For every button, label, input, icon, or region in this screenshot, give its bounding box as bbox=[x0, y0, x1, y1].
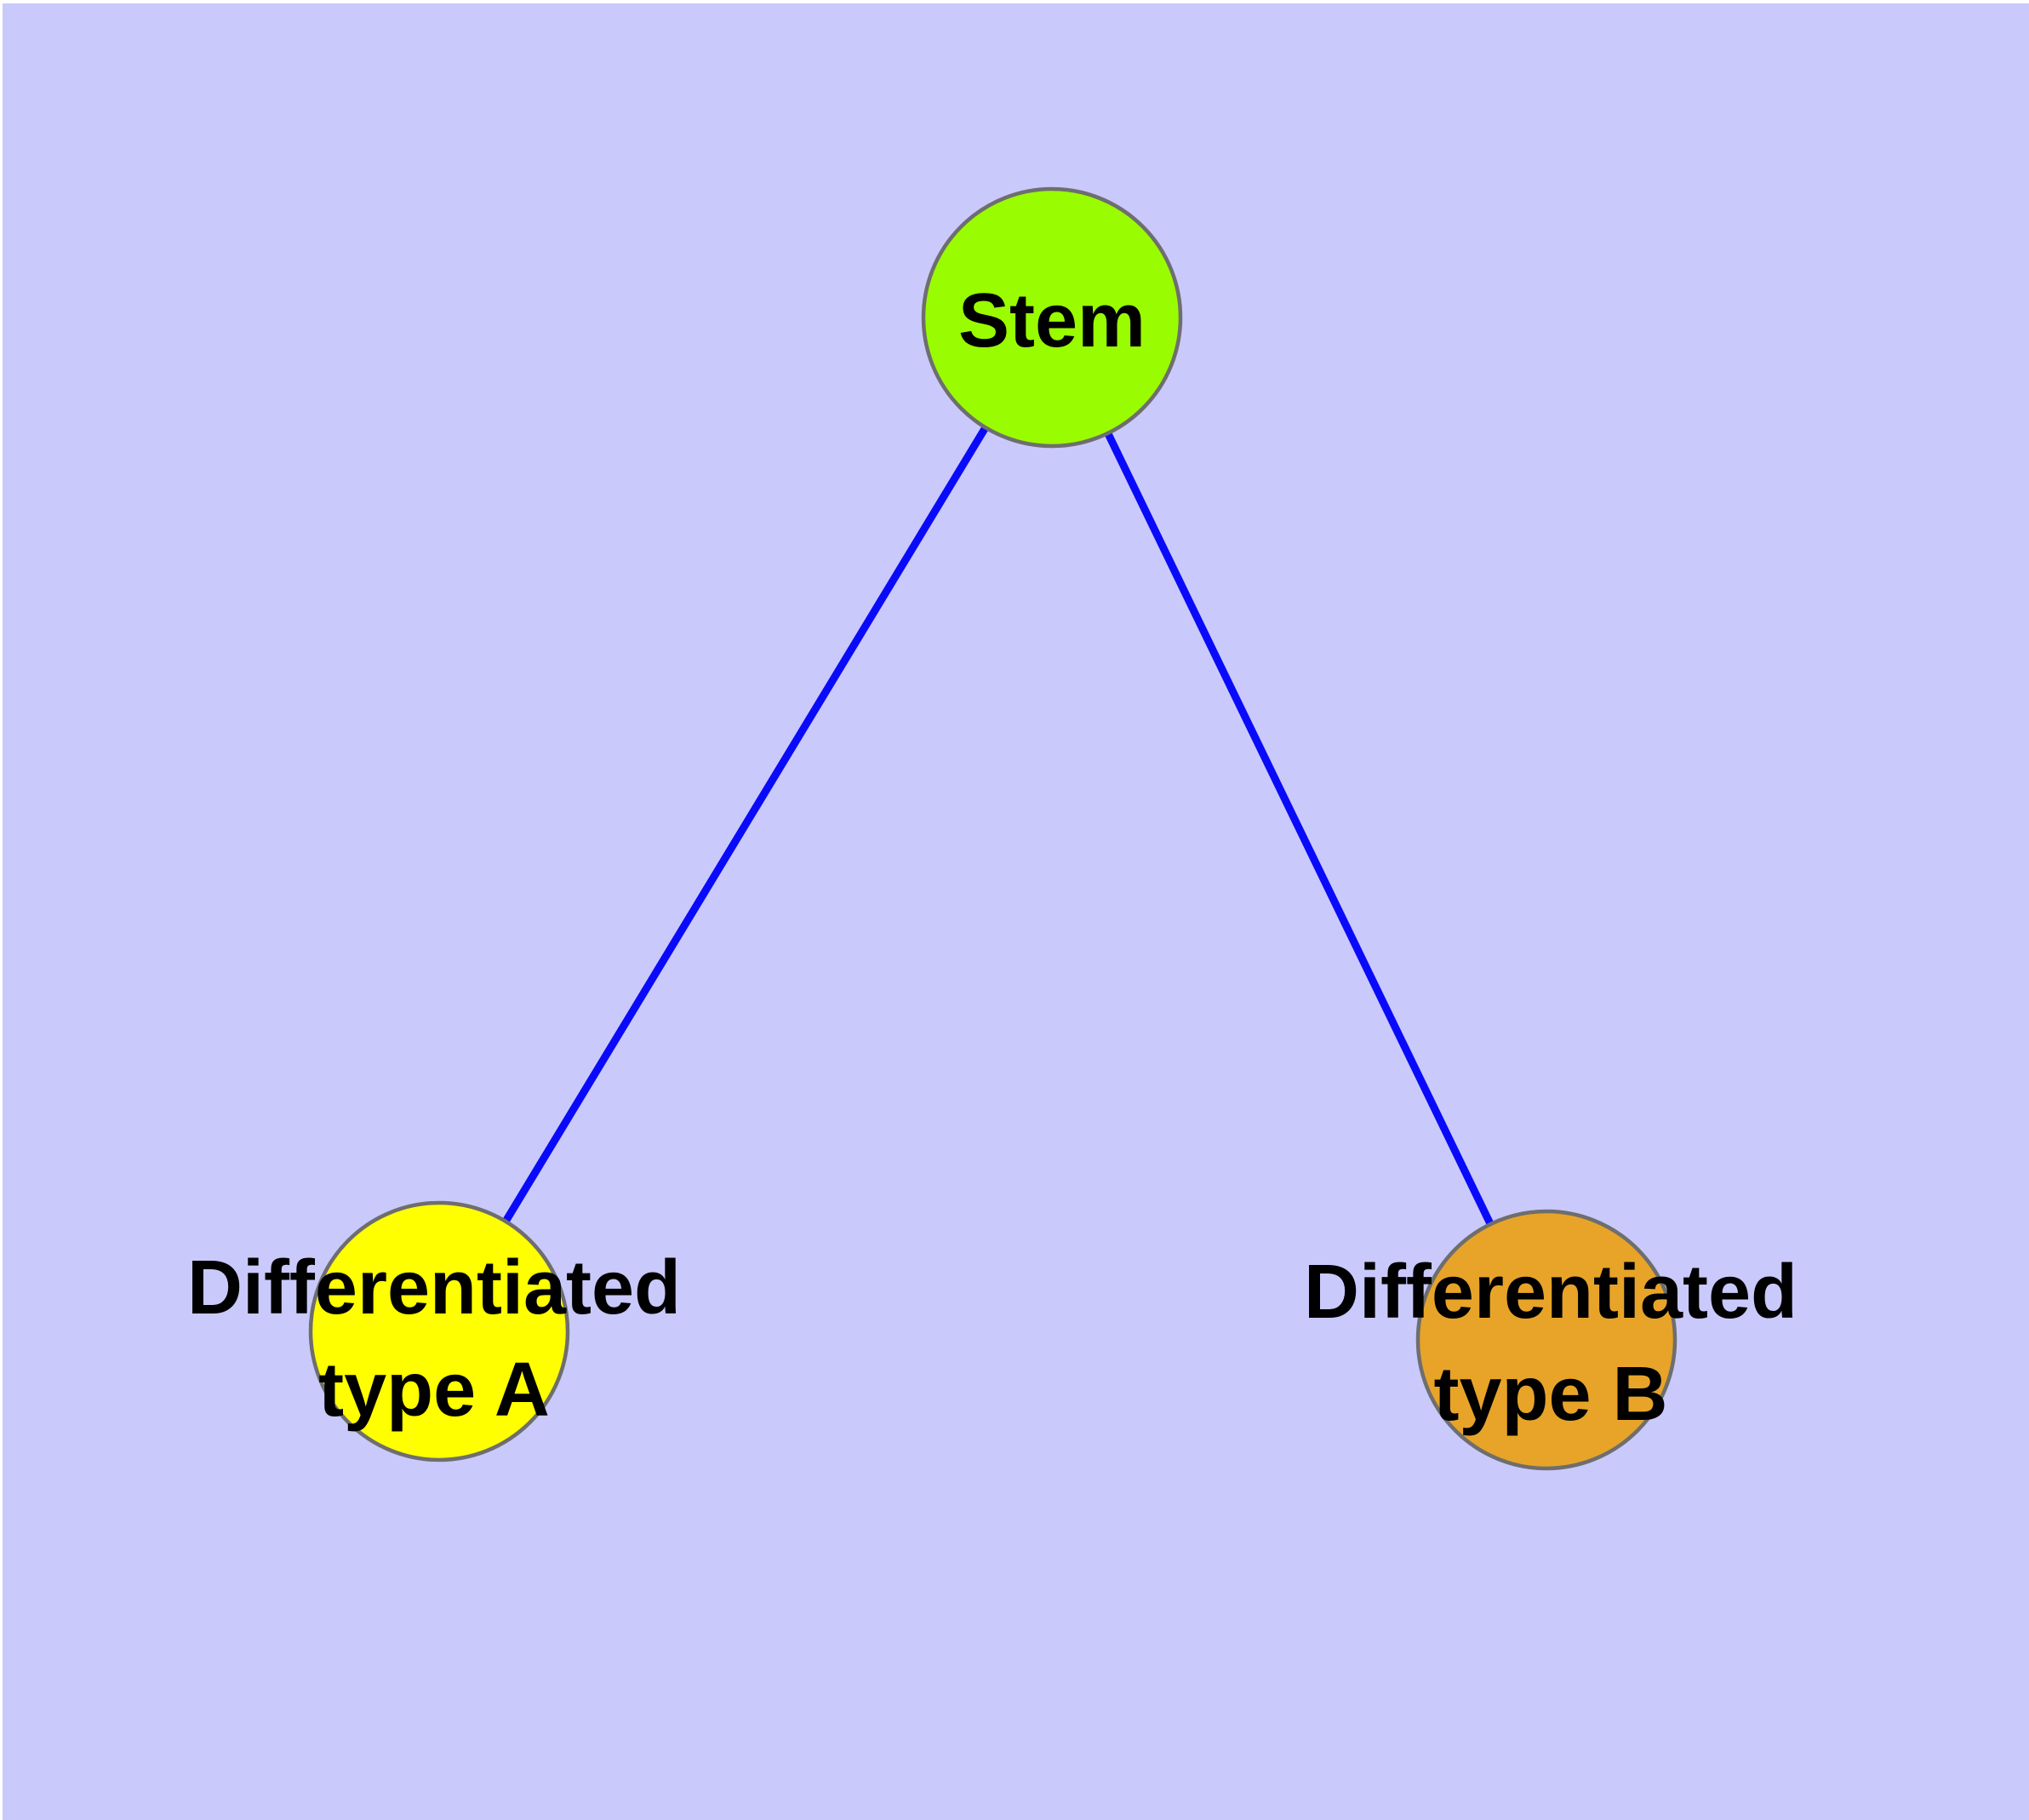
edge-stem-to-type-b bbox=[1048, 316, 1551, 1342]
node-stem-label: Stem bbox=[958, 278, 1146, 363]
node-type-a-circle bbox=[308, 1200, 570, 1462]
node-stem-circle bbox=[921, 186, 1183, 449]
node-type-b-label-line2: type B bbox=[1433, 1352, 1667, 1437]
node-type-b-label-line1: Differentiated bbox=[1304, 1250, 1798, 1335]
node-type-a-label-line2: type A bbox=[318, 1348, 550, 1433]
node-type-a-label-line1: Differentiated bbox=[187, 1245, 681, 1331]
edge-stem-to-type-a bbox=[436, 315, 1055, 1334]
node-type-b-circle bbox=[1415, 1209, 1677, 1471]
